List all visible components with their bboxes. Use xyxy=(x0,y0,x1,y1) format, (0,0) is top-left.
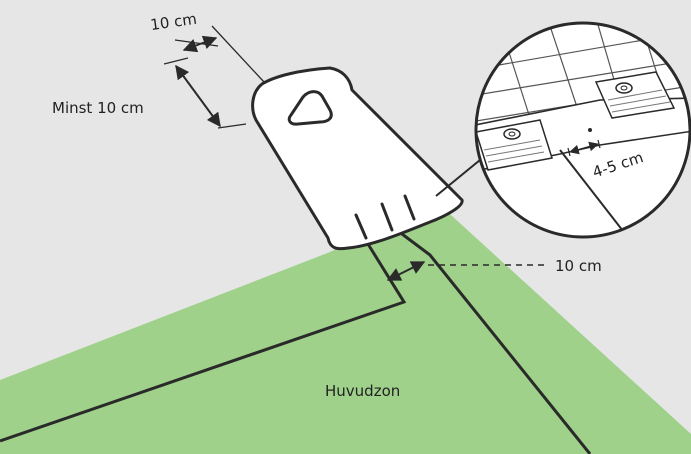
zoom-measure-tick-left xyxy=(567,147,571,157)
zoom-peg-left xyxy=(476,119,553,171)
left-measure-extension-top xyxy=(163,57,189,65)
station-slot-1 xyxy=(354,213,368,240)
boundary-wire-left xyxy=(0,235,407,443)
zoom-connector-line xyxy=(435,159,481,197)
zoom-detail: 4-5 cm xyxy=(474,21,691,239)
left-measure-arrow xyxy=(175,64,221,128)
top-measure-label: 10 cm xyxy=(149,10,198,34)
zoom-measure-tick-right xyxy=(597,139,601,149)
zoom-boundary-wire xyxy=(559,149,631,237)
zoom-content xyxy=(476,23,690,237)
zoom-peg-right xyxy=(594,71,676,119)
top-measure-extension-right xyxy=(211,25,265,83)
left-measure-label: Minst 10 cm xyxy=(52,99,144,117)
station-slot-3 xyxy=(403,194,416,221)
left-measure-extension-bottom xyxy=(217,123,247,129)
zoom-grid-line xyxy=(547,23,579,111)
right-measure-label: 10 cm xyxy=(555,257,602,275)
station-handle-hole xyxy=(287,90,333,126)
station-slot-2 xyxy=(380,202,394,232)
zoom-grid-line xyxy=(476,59,690,97)
zoom-center-mark xyxy=(588,128,592,132)
right-measure-arrow xyxy=(386,261,426,281)
top-measure-arrow xyxy=(182,35,218,53)
main-zone-label: Huvudzon xyxy=(325,382,400,400)
lawn-area xyxy=(0,205,691,454)
boundary-wire-right xyxy=(397,229,592,454)
zoom-measure-arrow xyxy=(569,141,599,155)
zoom-circle-border xyxy=(474,21,691,239)
